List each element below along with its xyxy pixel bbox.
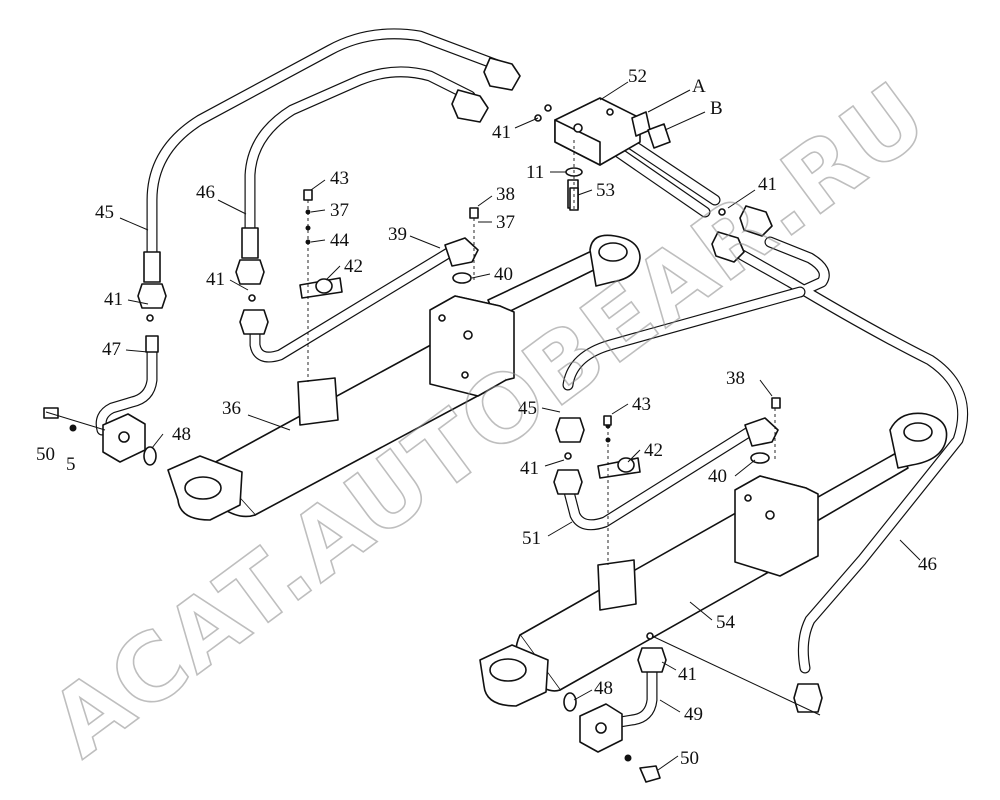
callout-37: 37 xyxy=(496,212,515,233)
callout-38: 38 xyxy=(726,368,745,389)
callout-53: 53 xyxy=(596,180,615,201)
callout-52: 52 xyxy=(628,66,647,87)
leader-lines xyxy=(119,81,921,771)
valve-block xyxy=(554,97,671,209)
callout-41: 41 xyxy=(678,664,697,685)
callout-41: 41 xyxy=(206,269,225,290)
callout-43: 43 xyxy=(330,168,349,189)
callout-43: 43 xyxy=(632,394,651,415)
callout-50: 50 xyxy=(36,444,55,465)
callout-41: 41 xyxy=(104,289,123,310)
hydraulic-cylinder-lower xyxy=(479,412,948,753)
callout-40: 40 xyxy=(708,466,727,487)
hydraulic-lines xyxy=(95,28,969,748)
fittings xyxy=(43,57,823,783)
callout-51: 51 xyxy=(522,528,541,549)
callout-46: 46 xyxy=(918,554,937,575)
callout-49: 49 xyxy=(684,704,703,725)
callout-54: 54 xyxy=(716,612,736,633)
callout-B: B xyxy=(710,98,723,119)
callout-48: 48 xyxy=(594,678,613,699)
callout-labels: 36 45 46 41 47 50 5 48 41 43 37 44 42 39… xyxy=(36,66,937,769)
callout-A: A xyxy=(692,76,706,97)
callout-41: 41 xyxy=(492,122,511,143)
callout-37: 37 xyxy=(330,200,349,221)
callout-36: 36 xyxy=(222,398,241,419)
callout-41: 41 xyxy=(520,458,539,479)
callout-39: 39 xyxy=(388,224,407,245)
hydraulic-cylinder-upper xyxy=(102,234,641,521)
assembly-lines xyxy=(45,140,821,716)
callout-41: 41 xyxy=(758,174,777,195)
callout-47: 47 xyxy=(102,339,121,360)
callout-44: 44 xyxy=(330,230,350,251)
callout-46: 46 xyxy=(196,182,215,203)
callout-38: 38 xyxy=(496,184,515,205)
callout-42: 42 xyxy=(644,440,663,461)
callout-42: 42 xyxy=(344,256,363,277)
callout-5: 5 xyxy=(66,454,76,475)
callout-50: 50 xyxy=(680,748,699,769)
washers-and-seals xyxy=(69,104,781,762)
callout-45: 45 xyxy=(95,202,114,223)
callout-45: 45 xyxy=(518,398,537,419)
callout-48: 48 xyxy=(172,424,191,445)
callout-40: 40 xyxy=(494,264,513,285)
callout-11: 11 xyxy=(526,162,544,183)
